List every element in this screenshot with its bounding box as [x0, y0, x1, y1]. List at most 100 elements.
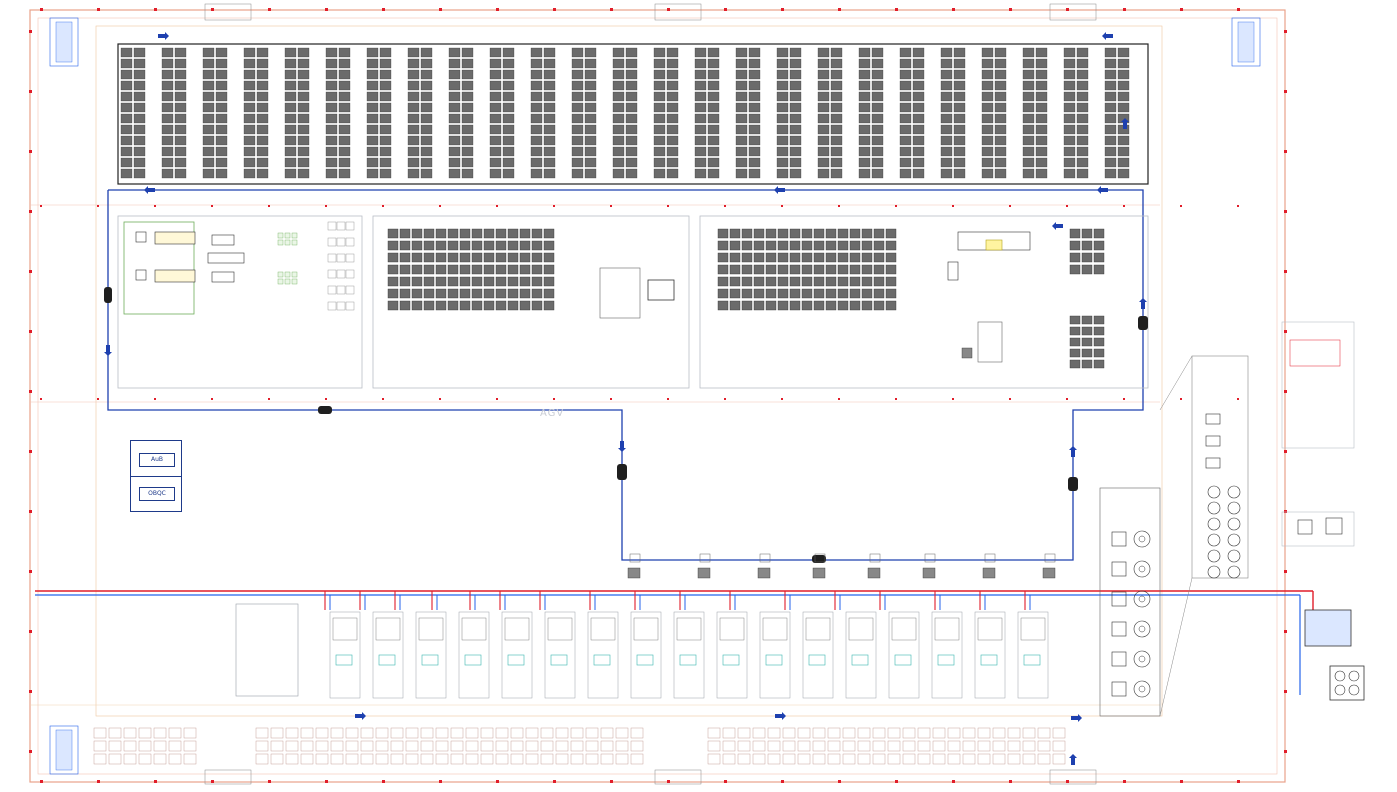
rack-slot — [530, 80, 543, 91]
rack-slot — [407, 157, 420, 168]
rack-slot — [653, 157, 666, 168]
rack-slot — [435, 276, 447, 287]
rack-slot — [953, 47, 966, 58]
agv — [104, 287, 112, 303]
fixture — [345, 269, 355, 279]
rack-slot — [842, 753, 856, 765]
rack-slot — [777, 252, 789, 263]
rack-slot — [694, 80, 707, 91]
utility-unit — [1205, 435, 1221, 447]
rack-slot — [1022, 168, 1035, 179]
rack-slot — [423, 228, 435, 239]
rack-slot — [256, 113, 269, 124]
rack-slot — [801, 276, 813, 287]
rack-slot — [947, 727, 961, 739]
rack-slot — [753, 276, 765, 287]
rack-slot — [465, 727, 479, 739]
rack-slot — [630, 727, 644, 739]
rack-slot — [133, 91, 146, 102]
rack-slot — [801, 288, 813, 299]
column-marker — [724, 398, 726, 400]
rack-slot — [899, 102, 912, 113]
rack-slot — [858, 135, 871, 146]
rack-slot — [735, 135, 748, 146]
rack-slot — [707, 102, 720, 113]
equipment-tank — [1133, 590, 1151, 608]
rack-slot — [420, 753, 434, 765]
direction-arrow — [1069, 446, 1077, 457]
rack-slot — [729, 240, 741, 251]
column-marker — [1284, 330, 1287, 333]
rack-slot — [1117, 58, 1130, 69]
column-marker — [895, 398, 897, 400]
rack-slot — [1035, 124, 1048, 135]
legend-item-obqc[interactable]: OBQC — [139, 487, 175, 501]
rack-slot — [776, 124, 789, 135]
column-marker — [29, 570, 32, 573]
rack-slot — [694, 58, 707, 69]
rack-slot — [694, 124, 707, 135]
rack-slot — [215, 47, 228, 58]
rack-slot — [748, 69, 761, 80]
legend-item-aub[interactable]: AuB — [139, 453, 175, 467]
agv — [318, 406, 332, 414]
rack-slot — [765, 240, 777, 251]
column-marker — [439, 205, 441, 207]
rack-slot — [525, 740, 539, 752]
rack-slot — [360, 727, 374, 739]
rack-slot — [202, 91, 215, 102]
column-marker — [1237, 398, 1239, 400]
rack-slot — [837, 288, 849, 299]
rack-slot — [366, 146, 379, 157]
rack-slot — [1022, 124, 1035, 135]
rack-slot — [255, 727, 269, 739]
equipment-tank — [1133, 680, 1151, 698]
rack-slot — [600, 753, 614, 765]
rack-slot — [887, 753, 901, 765]
rack-slot — [530, 124, 543, 135]
column-marker — [1284, 570, 1287, 573]
rack-slot — [447, 276, 459, 287]
rack-slot — [765, 264, 777, 275]
rack-slot — [858, 47, 871, 58]
rack-slot — [161, 69, 174, 80]
rack-slot — [861, 228, 873, 239]
column-marker — [325, 8, 328, 11]
fixture — [327, 269, 337, 279]
rack-slot — [543, 124, 556, 135]
rack-slot — [871, 58, 884, 69]
rack-slot — [297, 146, 310, 157]
rack-slot — [825, 228, 837, 239]
rack-slot — [375, 740, 389, 752]
rack-slot — [1022, 69, 1035, 80]
rack-slot — [748, 135, 761, 146]
rack-slot — [612, 146, 625, 157]
rack-slot — [284, 168, 297, 179]
rack-slot — [489, 146, 502, 157]
rack-slot — [1063, 47, 1076, 58]
rack-slot — [753, 264, 765, 275]
rack-slot — [411, 264, 423, 275]
rack-slot — [830, 58, 843, 69]
rack-slot — [285, 740, 299, 752]
rack-slot — [1093, 359, 1105, 369]
rack-slot — [420, 80, 433, 91]
rack-slot — [448, 80, 461, 91]
rack-slot — [502, 91, 515, 102]
rack-slot — [584, 69, 597, 80]
rack-slot — [411, 240, 423, 251]
rack-slot — [940, 124, 953, 135]
rack-slot — [338, 135, 351, 146]
rack-slot — [940, 168, 953, 179]
rack-slot — [817, 80, 830, 91]
rack-slot — [753, 288, 765, 299]
machine-head — [335, 654, 353, 666]
rack-slot — [830, 113, 843, 124]
rack-slot — [93, 740, 107, 752]
rack-slot — [1093, 240, 1105, 251]
rack-slot — [912, 58, 925, 69]
rack-slot — [827, 727, 841, 739]
rack-slot — [585, 753, 599, 765]
rack-slot — [297, 58, 310, 69]
rack-slot — [887, 727, 901, 739]
